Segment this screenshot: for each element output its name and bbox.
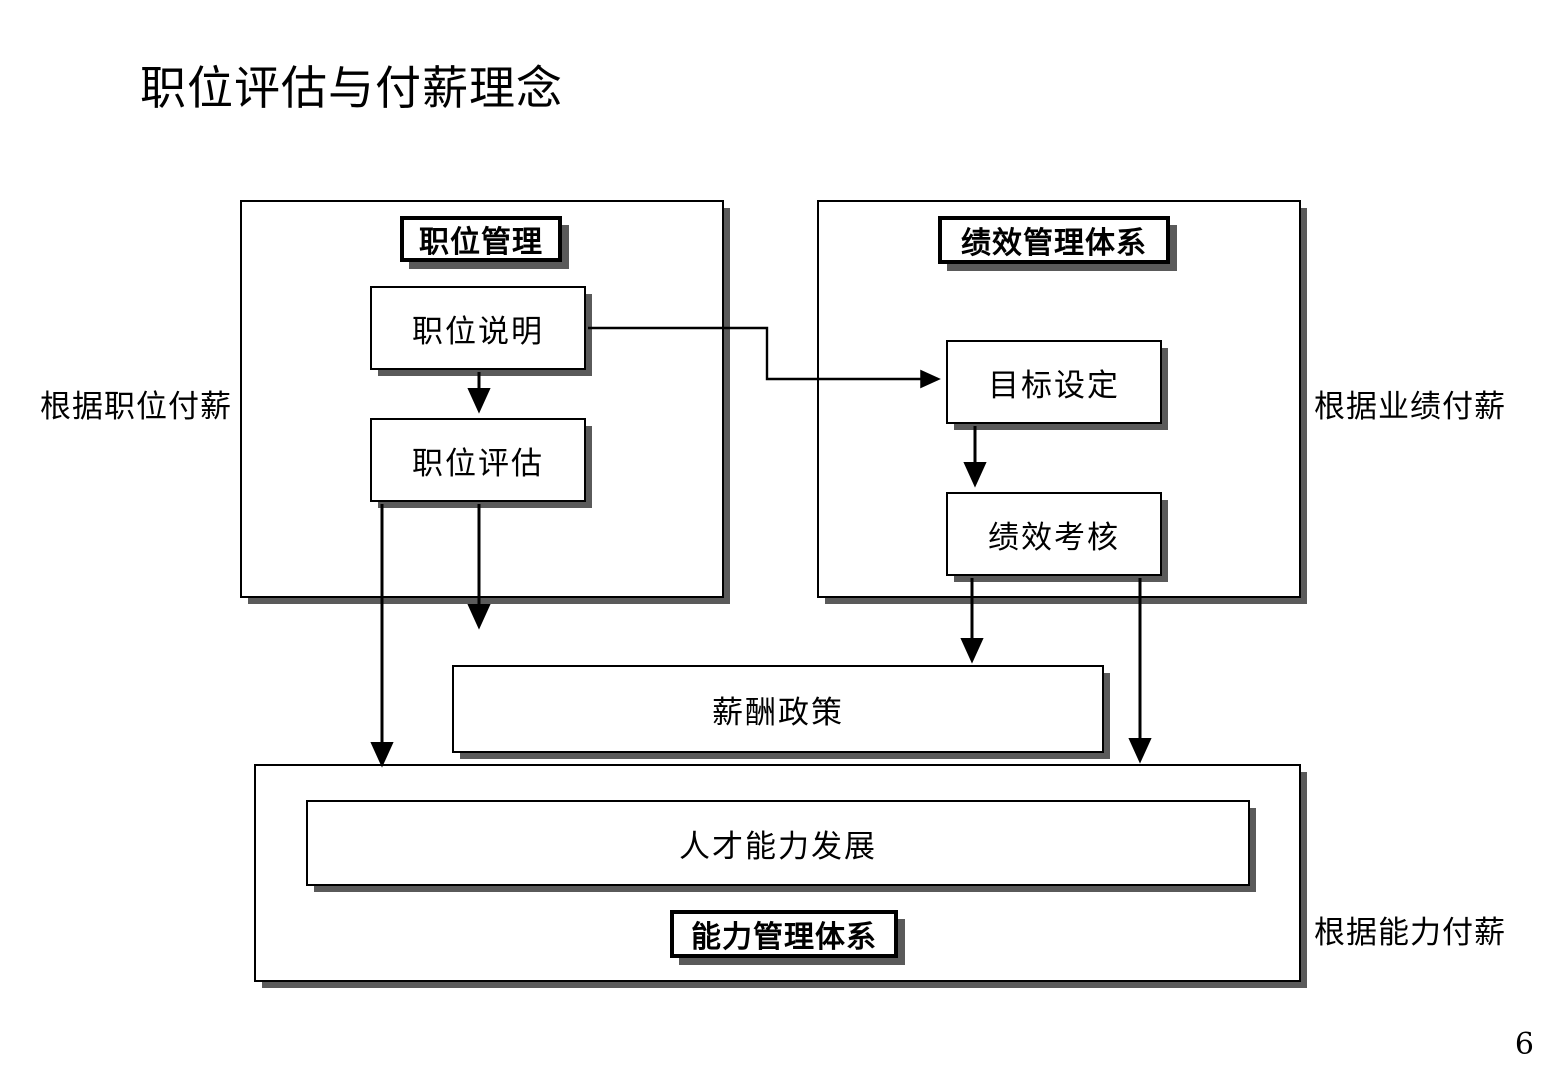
side-label-pay-for-competency: 根据能力付薪 [1314,915,1506,951]
box-compensation-policy[interactable]: 薪酬政策 [452,665,1104,753]
box-talent-capability-development[interactable]: 人才能力发展 [306,800,1250,886]
box-goal-setting[interactable]: 目标设定 [946,340,1162,424]
header-competency-management: 能力管理体系 [670,910,898,958]
box-job-description[interactable]: 职位说明 [370,286,586,370]
header-performance-management: 绩效管理体系 [938,216,1170,264]
header-position-management: 职位管理 [400,216,562,262]
side-label-pay-for-position: 根据职位付薪 [40,389,232,425]
page-number: 6 [1514,1027,1534,1062]
page-title: 职位评估与付薪理念 [140,61,563,115]
side-label-pay-for-performance: 根据业绩付薪 [1314,389,1506,425]
box-job-evaluation[interactable]: 职位评估 [370,418,586,502]
box-performance-appraisal[interactable]: 绩效考核 [946,492,1162,576]
